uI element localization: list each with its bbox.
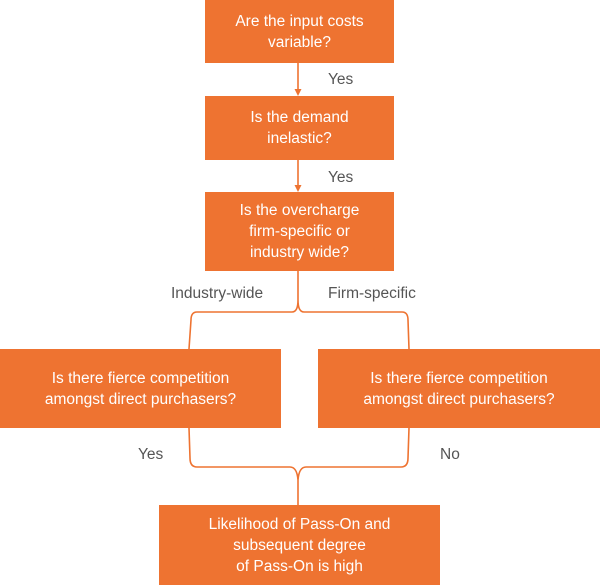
arrowhead-q1-q2 xyxy=(294,89,302,96)
brace-split xyxy=(188,271,410,350)
node-competition-industry-wide: Is there fierce competition amongst dire… xyxy=(0,349,281,428)
edge-label-yes-left: Yes xyxy=(138,446,164,463)
node-pass-on-high: Likelihood of Pass-On and subsequent deg… xyxy=(159,505,440,585)
node-overcharge-scope: Is the overcharge firm-specific or indus… xyxy=(205,192,394,271)
arrowhead-q2-q3 xyxy=(294,185,302,192)
edge-label-industry-wide: Industry-wide xyxy=(171,285,264,302)
node-demand-inelastic: Is the demand inelastic? xyxy=(205,96,394,160)
node-competition-firm-specific: Is there fierce competition amongst dire… xyxy=(318,349,600,428)
edge-label-yes-2: Yes xyxy=(328,169,354,186)
edge-label-yes-1: Yes xyxy=(328,71,354,88)
brace-merge xyxy=(188,427,410,505)
edge-label-firm-specific: Firm-specific xyxy=(328,285,416,302)
node-input-costs-variable: Are the input costs variable? xyxy=(205,0,394,63)
edge-label-no-right: No xyxy=(440,446,460,463)
